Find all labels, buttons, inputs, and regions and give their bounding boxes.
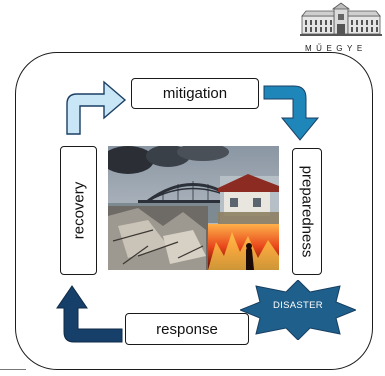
disaster-collage-photo bbox=[108, 146, 279, 270]
recovery-box: recovery bbox=[60, 146, 97, 275]
disaster-star-shape bbox=[240, 280, 356, 340]
preparedness-label: preparedness bbox=[298, 165, 316, 258]
cycle-frame bbox=[15, 52, 373, 370]
recovery-label: recovery bbox=[70, 181, 87, 240]
arrow-mitigation-to-preparedness bbox=[263, 85, 320, 141]
arrow-recovery-to-mitigation bbox=[66, 80, 127, 135]
response-label: response bbox=[156, 320, 218, 338]
arrow-response-to-recovery bbox=[56, 285, 123, 343]
disaster-label: DISASTER bbox=[273, 300, 323, 311]
corner-divider bbox=[0, 369, 26, 370]
preparedness-box: preparedness bbox=[292, 148, 322, 275]
mitigation-box: mitigation bbox=[131, 78, 259, 109]
response-box: response bbox=[125, 313, 249, 345]
university-building-icon bbox=[300, 2, 382, 42]
logo-text: MŰEGYE bbox=[305, 44, 367, 53]
mitigation-label: mitigation bbox=[162, 85, 228, 102]
